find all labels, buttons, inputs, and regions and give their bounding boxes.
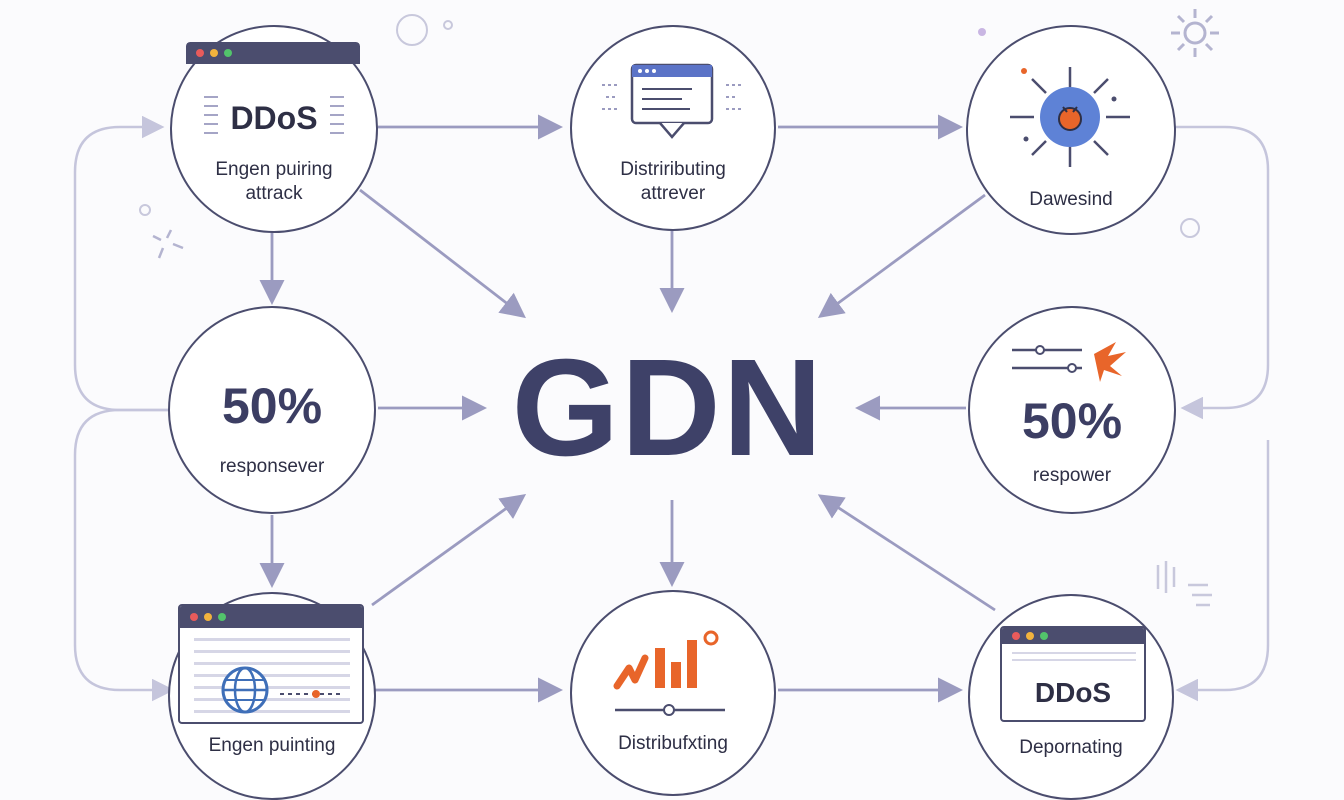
label-top-left-line2: attrack xyxy=(245,183,303,204)
decorations xyxy=(139,9,1219,607)
label-mid-left: responsever xyxy=(219,456,325,477)
minimize-dot-icon xyxy=(1026,632,1034,640)
percent-mid-right: 50% xyxy=(1021,393,1123,449)
percent-mid-left: 50% xyxy=(221,378,323,434)
deco-circle-1 xyxy=(396,14,428,46)
arrow-topright-to-center xyxy=(817,193,986,318)
outer-right-top-connector xyxy=(1175,125,1270,420)
deco-dot-1 xyxy=(978,28,986,36)
content-lines xyxy=(1012,652,1136,666)
label-bottom-right: Depornating xyxy=(1019,737,1123,758)
dashes-left xyxy=(204,96,218,136)
browser-window-top-left xyxy=(186,42,360,142)
minimize-dot-icon xyxy=(204,613,212,621)
label-bottom-center: Distribufxting xyxy=(618,733,728,754)
maximize-dot-icon xyxy=(224,49,232,57)
arrow-topleft-to-center xyxy=(359,188,526,319)
arrows xyxy=(259,114,996,703)
outer-left-top-connector xyxy=(73,115,170,412)
window-titlebar xyxy=(186,42,360,64)
center-title: GDN xyxy=(511,331,825,485)
label-bottom-left: Engen puinting xyxy=(208,735,336,756)
sun-icon xyxy=(1171,9,1219,57)
close-dot-icon xyxy=(1012,632,1020,640)
label-top-right: Dawesind xyxy=(1029,189,1113,210)
browser-window-bottom-left xyxy=(178,604,364,724)
browser-window-bottom-right xyxy=(1000,626,1146,722)
hatch-icon xyxy=(1156,561,1212,607)
dashes-right xyxy=(330,96,344,136)
ddos-badge-bottom-right: DDoS xyxy=(1034,677,1112,708)
outer-right-bottom-connector xyxy=(1175,440,1270,702)
label-top-center-line1: Distriributing xyxy=(620,159,726,180)
label-top-center-line2: attrever xyxy=(640,183,706,204)
maximize-dot-icon xyxy=(218,613,226,621)
minimize-dot-icon xyxy=(210,49,218,57)
label-mid-right: respower xyxy=(1032,465,1112,486)
node-mid-left xyxy=(168,306,376,514)
window-titlebar xyxy=(180,606,362,628)
window-titlebar xyxy=(1002,628,1144,644)
content-lines xyxy=(194,638,350,718)
deco-circle-4 xyxy=(1180,218,1200,238)
node-mid-right xyxy=(968,306,1176,514)
node-top-right xyxy=(966,25,1176,235)
node-bottom-center xyxy=(570,590,776,796)
close-dot-icon xyxy=(196,49,204,57)
maximize-dot-icon xyxy=(1040,632,1048,640)
arrow-bottomright-to-center xyxy=(817,494,996,612)
outer-connectors xyxy=(73,115,1270,702)
label-top-left-line1: Engen puiring xyxy=(215,159,333,180)
close-dot-icon xyxy=(190,613,198,621)
arrow-bottomleft-to-center xyxy=(371,494,527,607)
deco-circle-2 xyxy=(443,20,453,30)
sparkle-icon xyxy=(152,229,184,259)
outer-left-bottom-connector xyxy=(73,408,175,702)
deco-circle-3 xyxy=(139,204,151,216)
ddos-badge-top-left: DDoS xyxy=(230,100,318,136)
